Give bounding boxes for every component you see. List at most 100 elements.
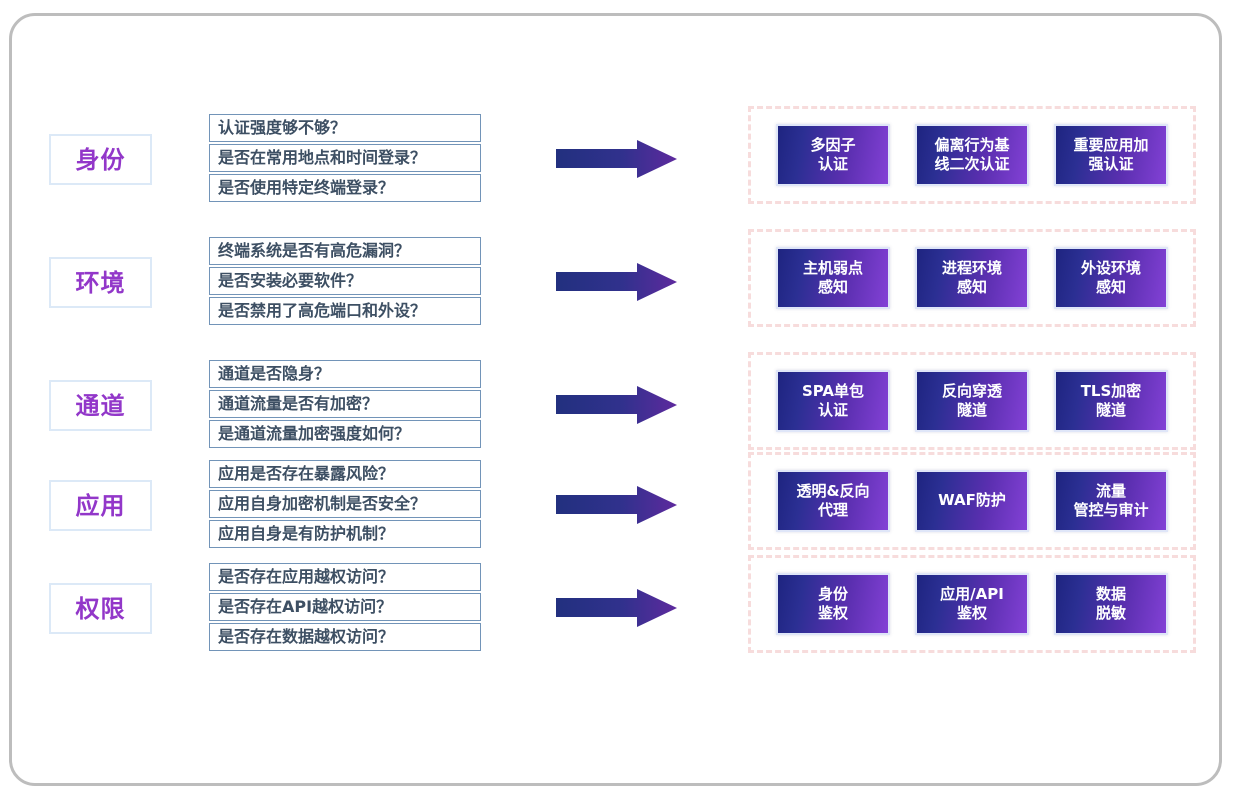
category-label: 通道 (75, 391, 126, 420)
capability-line-1: 身份 (817, 584, 848, 603)
question-box[interactable]: 是否存在API越权访问？ (209, 593, 481, 621)
question-text: 终端系统是否有高危漏洞？ (218, 241, 411, 260)
question-text: 认证强度够不够？ (218, 118, 347, 137)
question-box[interactable]: 是通道流量加密强度如何？ (209, 420, 481, 448)
capability-box[interactable]: 进程环境感知 (915, 247, 1029, 309)
question-box[interactable]: 通道流量是否有加密？ (209, 390, 481, 418)
capability-line-1: 外设环境 (1080, 258, 1141, 277)
capability-box[interactable]: 偏离行为基线二次认证 (915, 124, 1029, 186)
question-text: 应用自身加密机制是否安全？ (218, 494, 427, 513)
question-stack: 终端系统是否有高危漏洞？ 是否安装必要软件？ 是否禁用了高危端口和外设？ (209, 237, 481, 325)
capability-line-1: TLS加密 (1080, 381, 1142, 400)
question-box[interactable]: 是否使用特定终端登录？ (209, 174, 481, 202)
question-box[interactable]: 是否在常用地点和时间登录？ (209, 144, 481, 172)
diagram-row: 通道通道是否隐身？通道流量是否有加密？是通道流量加密强度如何？SPA单包认证反向… (0, 352, 1242, 468)
question-stack: 认证强度够不够？ 是否在常用地点和时间登录？ 是否使用特定终端登录？ (209, 114, 481, 202)
question-box[interactable]: 是否安装必要软件？ (209, 267, 481, 295)
question-text: 是否在常用地点和时间登录？ (218, 148, 427, 167)
capability-line-1: SPA单包 (801, 381, 865, 400)
capability-line-2: 线二次认证 (934, 155, 1010, 173)
question-stack: 是否存在应用越权访问？ 是否存在API越权访问？ 是否存在数据越权访问？ (209, 563, 481, 651)
capability-group-border (748, 555, 1196, 653)
category-box[interactable]: 权限 (49, 583, 152, 634)
capability-box[interactable]: 数据脱敏 (1054, 573, 1168, 635)
capability-line-2: 脱敏 (1095, 604, 1126, 622)
question-box[interactable]: 终端系统是否有高危漏洞？ (209, 237, 481, 265)
question-box[interactable]: 通道是否隐身？ (209, 360, 481, 388)
right-arrow-icon (554, 587, 679, 629)
capability-box[interactable]: 透明&反向代理 (776, 470, 890, 532)
question-text: 是否使用特定终端登录？ (218, 178, 395, 197)
question-text: 通道是否隐身？ (218, 364, 331, 383)
category-label: 权限 (75, 594, 126, 623)
capability-line-1: 应用/API (940, 584, 1004, 603)
capability-box[interactable]: 多因子认证 (776, 124, 890, 186)
capability-line-2: 鉴权 (817, 604, 848, 622)
capability-box[interactable]: 重要应用加强认证 (1054, 124, 1168, 186)
question-stack: 通道是否隐身？ 通道流量是否有加密？ 是通道流量加密强度如何？ (209, 360, 481, 448)
capability-box[interactable]: SPA单包认证 (776, 370, 890, 432)
capability-box[interactable]: 主机弱点感知 (776, 247, 890, 309)
capability-line-2: 认证 (817, 155, 848, 173)
category-box[interactable]: 身份 (49, 134, 152, 185)
question-box[interactable]: 是否存在数据越权访问？ (209, 623, 481, 651)
capability-box[interactable]: TLS加密隧道 (1054, 370, 1168, 432)
question-text: 应用自身是有防护机制？ (218, 524, 395, 543)
question-text: 是否存在应用越权访问？ (218, 567, 395, 586)
question-box[interactable]: 应用自身是有防护机制？ (209, 520, 481, 548)
diagram-row: 身份认证强度够不够？是否在常用地点和时间登录？是否使用特定终端登录？多因子认证偏… (0, 106, 1242, 222)
capability-box[interactable]: WAF防护 (915, 470, 1029, 532)
capability-row: 主机弱点感知进程环境感知外设环境感知 (748, 229, 1196, 327)
category-label: 应用 (75, 491, 126, 520)
right-arrow-icon (554, 138, 679, 180)
capability-line-2: 隧道 (956, 401, 987, 419)
category-box[interactable]: 环境 (49, 257, 152, 308)
capability-box[interactable]: 外设环境感知 (1054, 247, 1168, 309)
capability-box[interactable]: 流量管控与审计 (1054, 470, 1168, 532)
question-box[interactable]: 认证强度够不够？ (209, 114, 481, 142)
category-box[interactable]: 应用 (49, 480, 152, 531)
question-box[interactable]: 是否存在应用越权访问？ (209, 563, 481, 591)
diagram-row: 应用 应用是否存在暴露风险？ 应用自身加密机制是否安全？ 应用自身是有防护机制？ 透明&… (0, 452, 1242, 568)
question-text: 是通道流量加密强度如何？ (218, 424, 411, 443)
right-arrow-icon (554, 384, 679, 426)
capability-line-2: 感知 (956, 278, 987, 296)
capability-line-2: 感知 (817, 278, 848, 296)
right-arrow-icon (554, 484, 679, 526)
capability-line-1: 数据 (1095, 584, 1126, 603)
question-stack: 应用是否存在暴露风险？ 应用自身加密机制是否安全？ 应用自身是有防护机制？ (209, 460, 481, 548)
question-text: 应用是否存在暴露风险？ (218, 464, 395, 483)
capability-group-border (748, 229, 1196, 327)
capability-group-border (748, 106, 1196, 204)
question-text: 是否存在数据越权访问？ (218, 627, 395, 646)
right-arrow-icon (554, 261, 679, 303)
capability-box[interactable]: 身份鉴权 (776, 573, 890, 635)
question-text: 是否禁用了高危端口和外设？ (218, 301, 427, 320)
capability-line-1: 重要应用加 (1073, 135, 1149, 154)
capability-box[interactable]: 反向穿透隧道 (915, 370, 1029, 432)
capability-row: 多因子认证偏离行为基线二次认证重要应用加强认证 (748, 106, 1196, 204)
category-box[interactable]: 通道 (49, 380, 152, 431)
diagram-row: 权限是否存在应用越权访问？是否存在API越权访问？是否存在数据越权访问？身份鉴权… (0, 555, 1242, 671)
capability-line-2: 感知 (1095, 278, 1126, 296)
capability-line-2: 鉴权 (956, 604, 987, 622)
question-box[interactable]: 应用是否存在暴露风险？ (209, 460, 481, 488)
question-text: 是否安装必要软件？ (218, 271, 363, 290)
capability-group-border (748, 352, 1196, 450)
capability-line-1: 反向穿透 (941, 381, 1002, 400)
capability-line-2: 代理 (817, 501, 848, 519)
diagram-row: 环境 终端系统是否有高危漏洞？ 是否安装必要软件？ 是否禁用了高危端口和外设？ 主机弱点… (0, 229, 1242, 345)
capability-line-1: 偏离行为基 (934, 135, 1010, 154)
question-box[interactable]: 应用自身加密机制是否安全？ (209, 490, 481, 518)
capability-line-1: 透明&反向 (796, 481, 870, 500)
capability-line-1: 进程环境 (941, 258, 1002, 277)
capability-line-1: 主机弱点 (802, 258, 863, 277)
question-box[interactable]: 是否禁用了高危端口和外设？ (209, 297, 481, 325)
capability-line-1: 多因子 (810, 135, 856, 154)
category-label: 身份 (75, 145, 126, 174)
capability-line-2: 强认证 (1088, 155, 1134, 173)
